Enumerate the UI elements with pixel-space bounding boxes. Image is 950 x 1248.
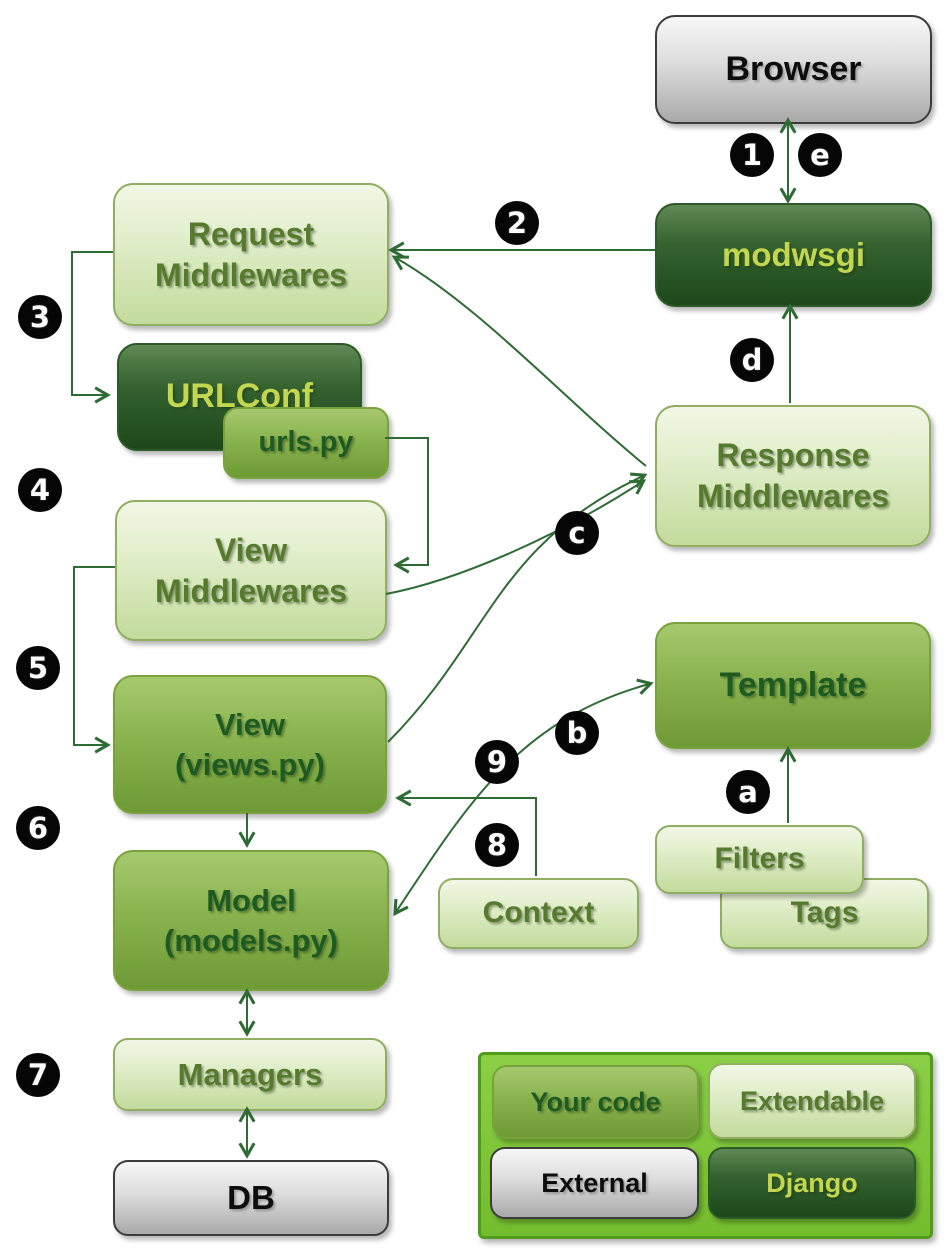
step-badge-9: 9 [475, 740, 519, 784]
node-filters-label: Filters [714, 842, 805, 876]
node-managers-label: Managers [177, 1056, 323, 1092]
step-badge-b: b [555, 711, 599, 755]
node-view-middlewares: View Middlewares [115, 500, 387, 641]
node-context-label: Context [482, 896, 595, 930]
node-browser-label: Browser [725, 49, 862, 88]
step-badge-d: d [730, 338, 774, 382]
node-view-middlewares-label: View Middlewares [154, 531, 348, 609]
node-legend-external-label: External [541, 1167, 648, 1198]
node-view: View (views.py) [113, 675, 387, 814]
step-badge-2: 2 [495, 201, 539, 245]
step-badge-7: 7 [16, 1053, 60, 1097]
node-legend-extendable: Extendable [708, 1063, 916, 1139]
node-urls-py-label: urls.py [258, 426, 354, 459]
step-badge-e: e [798, 133, 842, 177]
node-model: Model (models.py) [113, 850, 389, 991]
step-badge-1: 1 [730, 133, 774, 177]
view-middlewares-to-response-middlewares [385, 479, 647, 595]
node-model-label: Model (models.py) [164, 882, 338, 958]
view-middlewares-to-view [73, 566, 115, 754]
node-legend-extendable-label: Extendable [739, 1085, 885, 1116]
node-managers: Managers [113, 1038, 387, 1111]
node-request-middlewares: Request Middlewares [113, 183, 389, 326]
node-template: Template [655, 622, 931, 749]
curve-to-request-middlewares [391, 255, 647, 467]
node-modwsgi: modwsgi [655, 203, 932, 307]
node-legend-your-code: Your code [492, 1065, 699, 1139]
node-legend-django: Django [708, 1147, 916, 1219]
node-filters: Filters [655, 825, 864, 894]
node-legend-your-code-label: Your code [530, 1086, 661, 1117]
step-badge-5: 5 [16, 646, 60, 690]
step-badge-8: 8 [475, 823, 519, 867]
node-legend-external: External [490, 1147, 699, 1219]
node-response-middlewares: Response Middlewares [655, 405, 931, 547]
node-urls-py: urls.py [223, 407, 389, 479]
step-badge-6: 6 [16, 806, 60, 850]
node-response-middlewares-label: Response Middlewares [696, 437, 890, 514]
step-badge-3: 3 [18, 295, 62, 339]
step-badge-a: a [726, 770, 770, 814]
view-to-response-middlewares [387, 472, 648, 743]
step-badge-4: 4 [18, 468, 62, 512]
node-browser: Browser [655, 15, 932, 124]
node-template-label: Template [719, 665, 867, 704]
request-middlewares-to-urlconf [71, 251, 113, 404]
urlspy-to-view-middlewares [385, 437, 429, 574]
node-db: DB [113, 1160, 389, 1236]
node-context: Context [438, 878, 639, 949]
node-legend-django-label: Django [766, 1167, 858, 1198]
node-modwsgi-label: modwsgi [721, 235, 865, 273]
step-badge-c: c [555, 511, 599, 555]
node-tags-label: Tags [790, 896, 859, 930]
node-db-label: DB [227, 1178, 275, 1216]
node-view-label: View (views.py) [175, 706, 325, 782]
node-request-middlewares-label: Request Middlewares [154, 215, 348, 293]
